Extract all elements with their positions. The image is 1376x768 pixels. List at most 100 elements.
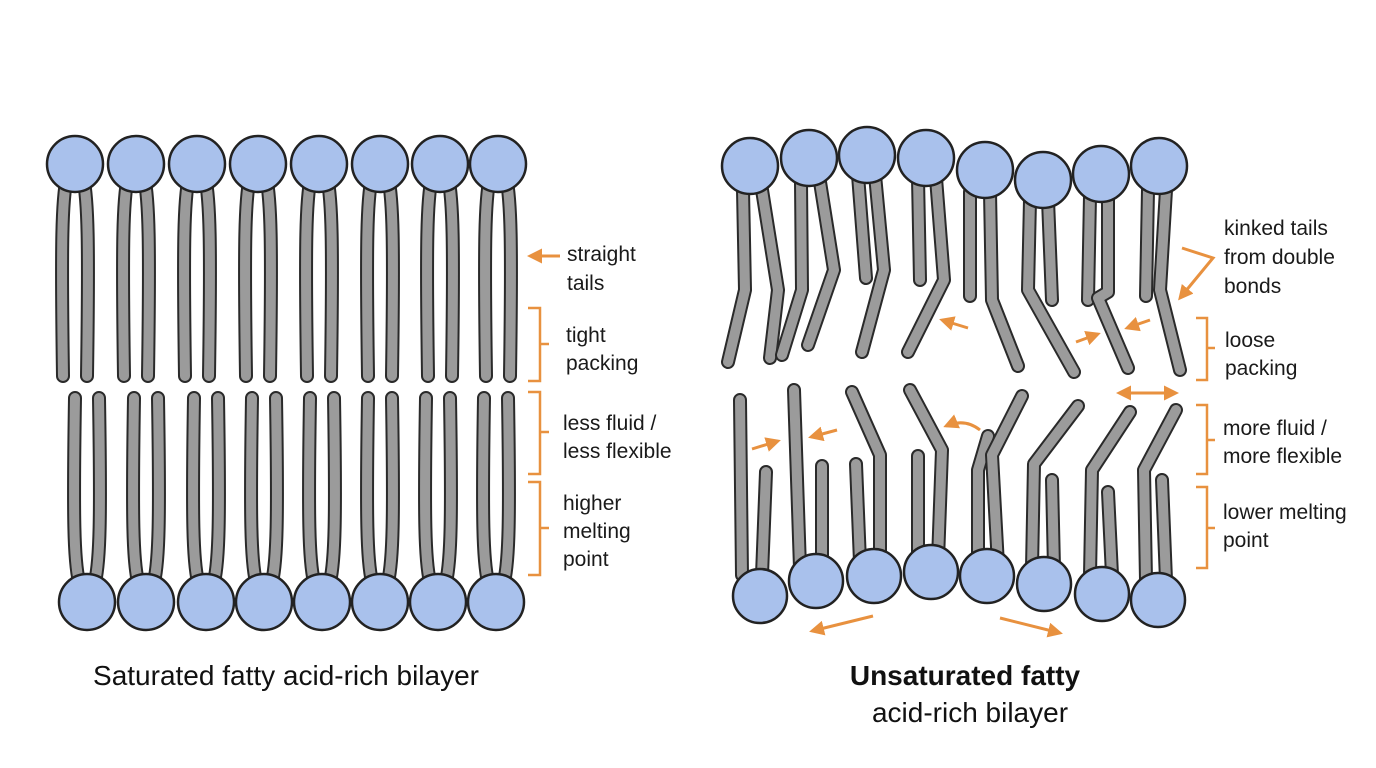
phospholipid-head-icon: [408, 572, 468, 632]
fatty-acid-tail: [320, 169, 339, 383]
fatty-acid-tail: [441, 169, 460, 383]
fatty-acid-tail: [497, 391, 516, 589]
motion-arrow-icon: [943, 414, 981, 432]
fatty-acid-tail: [1137, 403, 1183, 587]
fatty-acid-tail: [1153, 183, 1187, 377]
unsaturated-bilayer: [720, 125, 1189, 629]
fatty-acid-tail: [775, 175, 809, 362]
motion-arrow-icon: [808, 426, 838, 442]
fatty-acid-tail: [259, 169, 278, 383]
fatty-acid-tail: [186, 391, 205, 589]
fatty-acid-tail: [849, 457, 867, 569]
phospholipid-head-icon: [45, 134, 105, 194]
fatty-acid-tail: [476, 391, 495, 589]
motion-arrow-icon: [1075, 331, 1101, 346]
fatty-acid-tail: [360, 391, 379, 589]
fatty-acid-tail: [265, 391, 284, 589]
motion-arrow-icon: [1124, 316, 1151, 332]
less-fluid-label: less fluid / less flexible: [563, 412, 672, 463]
fatty-acid-tail: [755, 183, 785, 365]
phospholipid-head-icon: [779, 128, 839, 188]
fatty-acid-tail: [478, 169, 497, 383]
phospholipid-head-icon: [106, 134, 166, 194]
phospholipid-head-icon: [845, 547, 903, 605]
phospholipid-head-icon: [1013, 150, 1073, 210]
fatty-acid-tail: [381, 391, 400, 589]
fatty-acid-tail: [207, 391, 226, 589]
phospholipid-head-icon: [902, 543, 960, 601]
fatty-acid-tail: [903, 383, 949, 567]
fatty-acid-tail: [302, 391, 321, 589]
phospholipid-head-icon: [292, 572, 352, 632]
fatty-acid-tail: [88, 391, 107, 589]
fatty-acid-tail: [1155, 473, 1173, 587]
phospholipid-head-icon: [837, 125, 897, 185]
fatty-acid-tail: [55, 169, 74, 383]
phospholipid-head-icon: [410, 134, 470, 194]
more-fluid-label: more fluid / more flexible: [1223, 417, 1342, 468]
higher-melting-bracket-icon: [528, 480, 549, 577]
lower-melting-bracket-icon: [1196, 485, 1215, 570]
saturated-tails: [55, 169, 518, 589]
phospholipid-head-icon: [731, 567, 789, 625]
fatty-acid-tail: [901, 171, 951, 359]
phospholipid-head-icon: [167, 134, 227, 194]
phospholipid-head-icon: [176, 572, 236, 632]
less-fluid-bracket-icon: [528, 390, 549, 476]
right-caption-line1: Unsaturated fatty: [850, 660, 1081, 691]
left-caption: Saturated fatty acid-rich bilayer: [93, 660, 479, 691]
motion-arrow-icon: [751, 437, 781, 452]
saturated-heads: [45, 134, 528, 632]
phospholipid-head-icon: [1071, 144, 1131, 204]
fatty-acid-tail: [851, 168, 873, 285]
fatty-acid-tail: [499, 169, 518, 383]
loose-packing-label: loose packing: [1225, 329, 1297, 380]
fatty-acid-tail: [1091, 189, 1135, 375]
fatty-acid-tail: [360, 169, 379, 383]
fatty-acid-tail: [1081, 189, 1097, 307]
kinked-tails-label: kinked tails from double bonds: [1224, 217, 1341, 298]
phospholipid-head-icon: [234, 572, 294, 632]
fatty-acid-tail: [323, 391, 342, 589]
fatty-acid-tail: [733, 393, 749, 582]
phospholipid-head-icon: [1015, 555, 1073, 613]
fatty-acid-tail: [439, 391, 458, 589]
kinked-tails-arrow-icon: [1178, 246, 1216, 301]
fatty-acid-tail: [983, 185, 1025, 373]
phospholipid-head-icon: [228, 134, 288, 194]
fatty-acid-tail: [116, 169, 135, 383]
fatty-acid-tail: [1041, 193, 1059, 307]
phospholipid-head-icon: [116, 572, 176, 632]
fatty-acid-tail: [137, 169, 156, 383]
phospholipid-head-icon: [1129, 136, 1189, 196]
fatty-acid-tail: [126, 391, 145, 589]
phospholipid-head-icon: [350, 134, 410, 194]
fatty-acid-tail: [845, 385, 887, 569]
phospholipid-head-icon: [1073, 565, 1131, 623]
phospholipid-head-icon: [57, 572, 117, 632]
phospholipid-head-icon: [466, 572, 526, 632]
unsaturated-heads: [720, 125, 1189, 629]
motion-arrow-icon: [809, 614, 874, 636]
fatty-acid-tail: [911, 171, 927, 287]
motion-arrow-icon: [939, 316, 969, 331]
fatty-acid-tail: [420, 169, 439, 383]
phospholipid-head-icon: [468, 134, 528, 194]
fatty-acid-tail: [198, 169, 217, 383]
phospholipid-head-icon: [1129, 571, 1187, 629]
left-annotations: straight tails tight packing less fluid …: [527, 243, 672, 577]
phospholipid-head-icon: [289, 134, 349, 194]
phospholipid-head-icon: [955, 140, 1015, 200]
tight-packing-label: tight packing: [566, 324, 638, 375]
lower-melting-label: lower melting point: [1223, 501, 1353, 552]
tight-packing-bracket-icon: [528, 306, 549, 383]
fatty-acid-tail: [244, 391, 263, 589]
loose-packing-bracket-icon: [1196, 316, 1215, 382]
fatty-acid-tail: [1139, 183, 1155, 303]
phospholipid-head-icon: [720, 136, 780, 196]
phospholipid-head-icon: [896, 128, 956, 188]
fatty-acid-tail: [238, 169, 257, 383]
fatty-acid-tail: [1101, 485, 1119, 582]
fatty-acid-tail: [787, 383, 807, 575]
